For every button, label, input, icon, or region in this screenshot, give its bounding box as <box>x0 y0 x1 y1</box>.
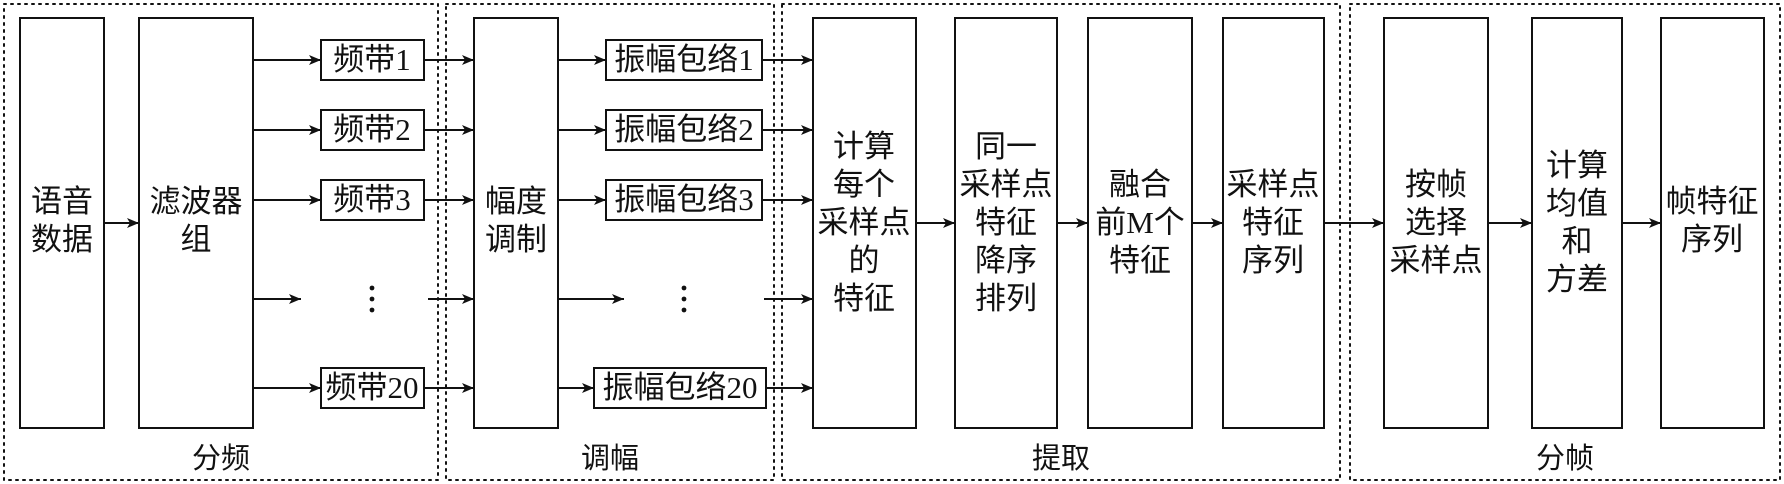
section-frames <box>3 3 1781 481</box>
envelope-label: 振幅包络1 <box>614 42 754 77</box>
block-frame-feature-sequence-line: 帧特征 <box>1666 184 1759 219</box>
block-amplitude-modulation-line: 幅度 <box>485 184 547 219</box>
block-frame-feature-sequence: 帧特征 序列 <box>1660 17 1765 429</box>
block-sample-feature-sequence-line: 采样点 <box>1227 167 1320 202</box>
block-filter-bank-line: 滤波器 <box>150 184 243 219</box>
band-box: 频带2 <box>320 109 425 151</box>
envelope-box: 振幅包络2 <box>605 109 763 151</box>
block-mean-variance-line: 和 <box>1562 224 1593 259</box>
ellipsis-bands <box>369 285 375 313</box>
block-sort-features-desc-line: 特征 <box>975 205 1037 240</box>
envelope-box: 振幅包络1 <box>605 39 763 81</box>
block-compute-sample-features-line: 特征 <box>833 281 895 316</box>
section-label-extract: 提取 <box>1032 442 1090 475</box>
section-frame-extract <box>781 3 1341 481</box>
envelope-label: 振幅包络20 <box>603 370 758 405</box>
band-label: 频带1 <box>333 42 411 77</box>
block-select-samples-by-frame-line: 选择 <box>1405 205 1467 240</box>
band-label: 频带3 <box>333 182 411 217</box>
ellipsis-envelopes <box>681 285 687 313</box>
block-mean-variance-line: 计算 <box>1546 148 1608 183</box>
block-fuse-top-m: 融合 前M个 特征 <box>1087 17 1193 429</box>
block-compute-sample-features-line: 采样点 <box>818 205 911 240</box>
block-select-samples-by-frame: 按帧 选择 采样点 <box>1383 17 1489 429</box>
block-compute-sample-features-line: 的 <box>849 243 880 278</box>
block-sort-features-desc-line: 排列 <box>975 281 1037 316</box>
envelope-label: 振幅包络3 <box>614 182 754 217</box>
block-mean-variance: 计算 均值 和 方差 <box>1531 17 1623 429</box>
block-mean-variance-line: 均值 <box>1546 186 1608 221</box>
flow-arrows <box>104 55 1661 393</box>
envelope-box: 振幅包络3 <box>605 179 763 221</box>
envelope-box: 振幅包络20 <box>593 367 767 409</box>
block-filter-bank-line: 组 <box>181 222 212 257</box>
block-select-samples-by-frame-line: 按帧 <box>1405 167 1467 202</box>
block-mean-variance-line: 方差 <box>1546 262 1608 297</box>
block-speech-data-line: 语音 <box>31 184 93 219</box>
band-label: 频带2 <box>333 112 411 147</box>
block-filter-bank: 滤波器 组 <box>138 17 254 429</box>
block-sort-features-desc-line: 采样点 <box>960 167 1053 202</box>
block-amplitude-modulation-line: 调制 <box>485 222 547 257</box>
block-fuse-top-m-line: 融合 <box>1109 167 1171 202</box>
block-sort-features-desc: 同一 采样点 特征 降序 排列 <box>954 17 1058 429</box>
section-label-framing: 分帧 <box>1536 442 1594 475</box>
band-label: 频带20 <box>326 370 419 405</box>
block-sort-features-desc-line: 降序 <box>975 243 1037 278</box>
block-select-samples-by-frame-line: 采样点 <box>1390 243 1483 278</box>
section-label-split: 分频 <box>192 442 250 475</box>
section-frame-split <box>3 3 439 481</box>
section-frame-modulate <box>445 3 775 481</box>
block-fuse-top-m-line: 特征 <box>1109 243 1171 278</box>
band-box: 频带1 <box>320 39 425 81</box>
block-compute-sample-features-line: 每个 <box>833 167 895 202</box>
section-label-modulate: 调幅 <box>581 442 639 475</box>
block-sample-feature-sequence-line: 特征 <box>1242 205 1304 240</box>
block-compute-sample-features-line: 计算 <box>833 129 895 164</box>
block-frame-feature-sequence-line: 序列 <box>1681 222 1743 257</box>
envelope-label: 振幅包络2 <box>614 112 754 147</box>
block-amplitude-modulation: 幅度 调制 <box>473 17 559 429</box>
section-frame-framing <box>1349 3 1781 481</box>
block-fuse-top-m-line: 前M个 <box>1095 205 1185 240</box>
block-sample-feature-sequence-line: 序列 <box>1242 243 1304 278</box>
block-speech-data-line: 数据 <box>31 222 93 257</box>
block-sort-features-desc-line: 同一 <box>975 129 1037 164</box>
band-box: 频带3 <box>320 179 425 221</box>
block-sample-feature-sequence: 采样点 特征 序列 <box>1222 17 1325 429</box>
block-speech-data: 语音 数据 <box>19 17 105 429</box>
block-compute-sample-features: 计算 每个 采样点 的 特征 <box>812 17 917 429</box>
band-box: 频带20 <box>320 367 425 409</box>
